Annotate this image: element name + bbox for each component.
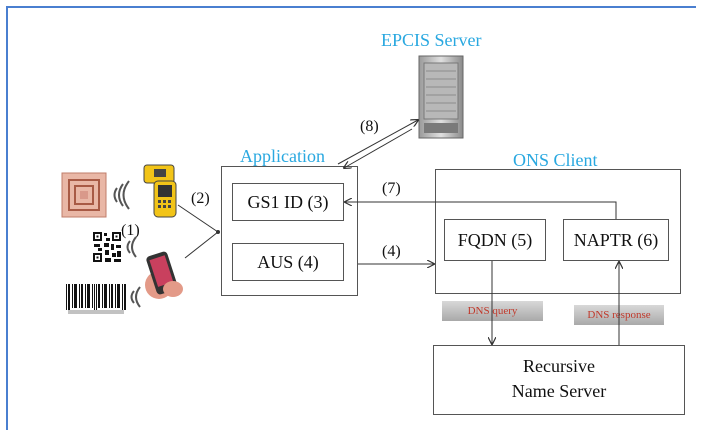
ons-client-label: ONS Client: [513, 150, 598, 170]
wireless-signal-icon: [128, 283, 148, 311]
arrow-8-from-epcis: [344, 128, 413, 168]
application-label: Application: [240, 146, 325, 166]
step-8-label: (8): [360, 118, 379, 135]
frame-border-left: [6, 6, 8, 430]
epcis-server-label: EPCIS Server: [381, 30, 482, 50]
name-server-label: Name Server: [511, 381, 607, 401]
wireless-signal-icon: [111, 180, 133, 210]
step-4-label: (4): [382, 243, 401, 260]
recursive-label: Recursive: [523, 356, 595, 376]
aus-box: AUS (4): [232, 243, 344, 281]
fqdn-box: FQDN (5): [444, 219, 546, 261]
step-2-label: (2): [191, 190, 210, 207]
recursive-name-server-box: Recursive Name Server: [433, 345, 685, 415]
handheld-reader-icon: [140, 163, 182, 221]
arrow-8-to-epcis: [337, 120, 418, 165]
gs1-id-box: GS1 ID (3): [232, 183, 344, 221]
rfid-tag-icon: [61, 172, 107, 218]
smartphone-icon: [143, 249, 185, 301]
barcode-icon: [64, 283, 128, 315]
frame-border-top: [6, 6, 696, 8]
link-reader: [177, 204, 219, 233]
wireless-signal-icon: [124, 233, 144, 261]
step-7-label: (7): [382, 180, 401, 197]
server-icon: [418, 55, 464, 139]
arrow-7: [345, 202, 617, 219]
qr-code-icon: [92, 231, 122, 263]
naptr-box: NAPTR (6): [563, 219, 669, 261]
link-phone: [184, 231, 219, 259]
step-1-label: (1): [121, 222, 140, 239]
